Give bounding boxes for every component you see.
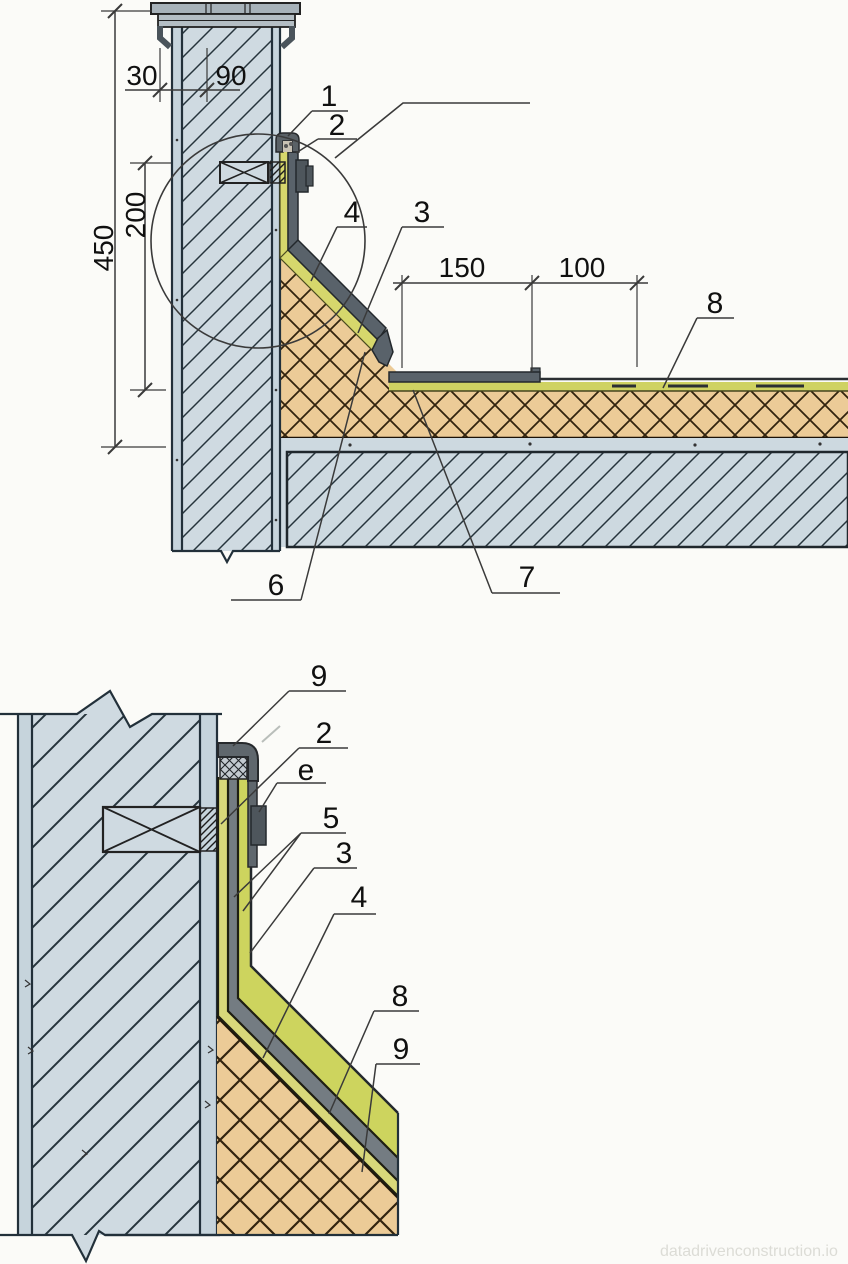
callout-9-top: 9 <box>311 660 328 693</box>
dim-90: 90 <box>215 60 246 91</box>
callout-8b: 8 <box>392 980 409 1013</box>
callout-4b: 4 <box>351 881 368 914</box>
termination-cap-enlarged <box>217 725 281 868</box>
callout-leaders-bottom <box>220 690 420 1173</box>
metal-cap <box>217 742 259 782</box>
anchor-sleeve-enlarged <box>199 807 218 852</box>
callout-4: 4 <box>344 196 361 229</box>
callout-8: 8 <box>707 287 724 320</box>
dim-150: 150 <box>439 252 486 283</box>
parapet-wall <box>170 27 282 565</box>
detail-circle <box>150 133 366 349</box>
callout-e: e <box>298 754 315 787</box>
callout-5: 5 <box>323 802 340 835</box>
anchor-sleeve <box>269 161 286 184</box>
anchor-bolt <box>219 161 286 184</box>
fixing-clip <box>250 805 267 846</box>
callout-7: 7 <box>519 561 536 594</box>
slab-margin <box>280 452 290 547</box>
top-detail-view: 30 90 450 200 150 100 1 2 4 3 8 6 7 <box>88 2 848 602</box>
flashing-drip-edge <box>371 328 394 368</box>
membrane-layer-2 <box>238 777 398 1158</box>
callout-6: 6 <box>268 569 285 602</box>
callout-9-bottom: 9 <box>393 1033 410 1066</box>
metal-flashing <box>286 151 848 388</box>
detail-reference-leader <box>334 102 530 159</box>
screed-band <box>280 438 848 452</box>
wall-break-line <box>172 549 280 565</box>
flashing-roof-apron <box>388 371 541 383</box>
callout-3b: 3 <box>336 837 353 870</box>
wall-break-top <box>0 689 222 729</box>
pencil-artifact <box>261 725 281 743</box>
watermark: datadrivenconstruction.io <box>660 1243 838 1260</box>
dim-100: 100 <box>559 252 606 283</box>
concrete-specks <box>24 979 215 1158</box>
insulation-hatch <box>280 255 848 438</box>
dim-30: 30 <box>126 60 157 91</box>
wall-enlarged <box>0 689 222 1264</box>
callout-2: 2 <box>329 109 346 142</box>
press-strip-bump <box>305 165 314 187</box>
screed-dot <box>348 443 352 447</box>
sealant-hatch <box>219 756 248 780</box>
anchor-bolt-enlarged <box>101 805 218 854</box>
dimensions <box>101 3 648 455</box>
screed-dot <box>818 442 822 446</box>
insulation-hatch-b <box>217 1016 398 1235</box>
callout-3: 3 <box>414 196 431 229</box>
bottom-detail-view: 9 2 e 5 3 4 8 9 <box>0 660 420 1264</box>
coping-drip-left <box>157 26 173 50</box>
screed-dot <box>693 443 697 447</box>
screed-dot <box>528 442 532 446</box>
slab-hatch <box>287 452 848 547</box>
callout-1: 1 <box>321 80 338 113</box>
callout-leaders-top <box>231 110 734 601</box>
callout-2b: 2 <box>316 717 333 750</box>
coping-drip-right <box>279 26 295 50</box>
slab-outline <box>285 450 848 549</box>
coping-cap <box>150 2 301 50</box>
dim-450: 450 <box>88 225 119 272</box>
dim-200: 200 <box>120 192 151 239</box>
